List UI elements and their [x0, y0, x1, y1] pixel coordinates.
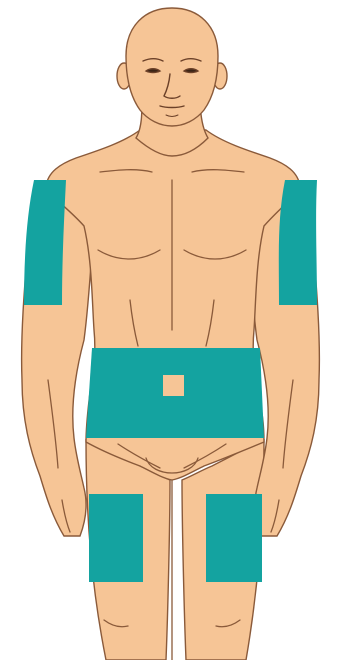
right-eye [146, 69, 160, 73]
left-thigh-site [206, 494, 262, 582]
left-eye [184, 69, 198, 73]
right-thigh-site [89, 494, 143, 582]
left-upper-arm-site [279, 180, 317, 305]
head [126, 8, 218, 126]
body-figure [22, 8, 320, 660]
navel-excluded-area [163, 375, 184, 396]
right-upper-arm-site [24, 180, 66, 305]
